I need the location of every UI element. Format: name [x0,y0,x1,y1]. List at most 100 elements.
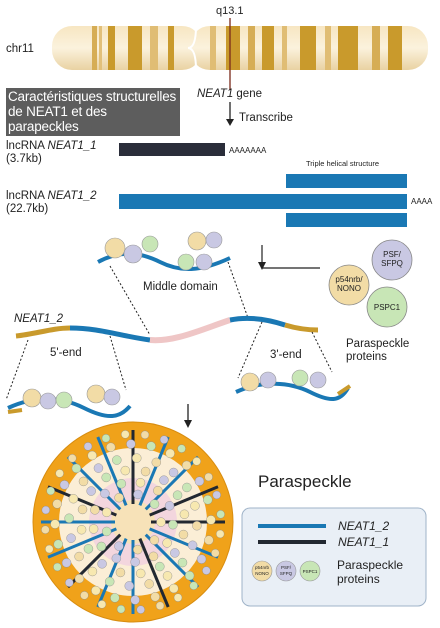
protein-bead [165,448,175,459]
protein-bead [216,510,225,519]
binding-arrow [258,245,320,270]
protein-bead [71,463,82,474]
protein-bead [46,486,55,496]
svg-text:Paraspeckle: Paraspeckle [346,338,409,350]
protein-bead [202,566,211,575]
protein-bead [136,605,145,614]
svg-text:PSF/: PSF/ [281,565,292,570]
protein-bead [68,494,79,504]
protein-bead [203,495,213,505]
svg-text:proteins: proteins [337,572,380,586]
protein-bead [181,460,192,471]
protein-bead [114,492,124,503]
protein-bead [97,559,107,569]
protein-bead [132,453,142,463]
svg-text:NONO: NONO [337,284,361,293]
paraspeckle-structure [32,421,234,623]
transcript-neat1-1: lncRNA NEAT1_1 (3.7kb) AAAAAAA [6,140,267,165]
protein-bead [192,457,201,466]
protein-bead [155,601,165,610]
protein-bead [101,526,112,537]
transcribe-label: Transcribe [239,112,293,124]
svg-text:(3.7kb): (3.7kb) [6,153,42,165]
protein-bead [110,593,120,603]
neat1-2-domains: NEAT1_2 Middle domain 5'-end 3'-end [5,281,333,401]
legend: NEAT1_2 NEAT1_1 p54nrb NONO PSF/ SFPQ PS… [241,507,427,607]
p54-protein [328,264,370,306]
protein-bead [88,524,99,534]
protein-bead [162,571,173,581]
protein-bead [148,551,159,562]
protein-bead [215,529,225,539]
protein-bead [196,554,207,564]
protein-bead [68,454,77,463]
protein-bead [96,541,107,552]
protein-bead [101,472,111,483]
protein-bead [168,519,178,530]
protein-bead [111,553,122,564]
protein-bead [206,515,216,525]
protein-bead [146,441,156,451]
protein-bead [41,525,50,534]
protein-bead [159,475,169,485]
protein-bead [66,533,76,543]
protein-bead [177,557,188,568]
protein-bead [194,476,205,486]
pspc1-protein [366,286,408,328]
chromosome-11: chr11 q13.1 NEAT1 gene [6,5,428,100]
svg-text:lncRNA NEAT1_1: lncRNA NEAT1_1 [6,140,97,152]
protein-bead [77,504,88,515]
protein-bead [187,540,198,550]
protein-bead [133,544,143,555]
triple-helix-label: Triple helical structure [306,159,379,168]
protein-bead [105,576,115,587]
protein-bead [100,488,110,499]
spoke [149,527,219,559]
middle-domain-label: Middle domain [143,281,218,293]
protein-bead [192,521,202,531]
protein-beads [41,430,225,614]
caption-line-1: Caractéristiques structurelles [8,89,177,104]
svg-text:lncRNA NEAT1_2: lncRNA NEAT1_2 [6,190,97,202]
spoke [138,436,170,506]
triple-helix-top [286,174,407,188]
protein-bead [61,558,72,568]
neat1-2-bar [119,194,407,209]
svg-text:NONO: NONO [255,571,269,576]
protein-bead [168,467,179,478]
protein-bead [150,592,160,602]
protein-bead [155,561,165,572]
protein-bead [91,585,101,596]
neat1-2-domain-label: NEAT1_2 [14,313,64,325]
five-end-label: 5'-end [50,347,82,359]
svg-text:p54nrb/: p54nrb/ [335,275,363,284]
protein-bead [74,551,84,562]
spoke [149,485,219,517]
protein-bead [178,529,189,540]
svg-text:Paraspeckle: Paraspeckle [337,558,403,572]
protein-bead [153,485,163,496]
protein-bead [156,517,166,527]
protein-bead [83,544,94,554]
gene-label: NEAT1 gene [197,88,262,100]
protein-bead [184,570,195,581]
protein-bead [78,476,89,487]
paraspeckle-title: Paraspeckle [258,472,352,491]
protein-bead [55,469,64,478]
protein-bead [182,482,192,493]
protein-bead [87,566,98,577]
protein-bead [124,581,134,591]
protein-bead [204,535,214,545]
protein-bead [130,557,140,567]
protein-bead [133,489,143,500]
psf-protein [371,239,413,281]
protein-bead [86,486,96,496]
zoom-line-left [109,265,151,336]
protein-bead [101,434,111,443]
protein-bead [169,583,179,594]
protein-bead [140,466,151,477]
protein-bead [135,478,146,488]
svg-text:p54nrb: p54nrb [255,565,270,570]
protein-bead [114,541,124,551]
